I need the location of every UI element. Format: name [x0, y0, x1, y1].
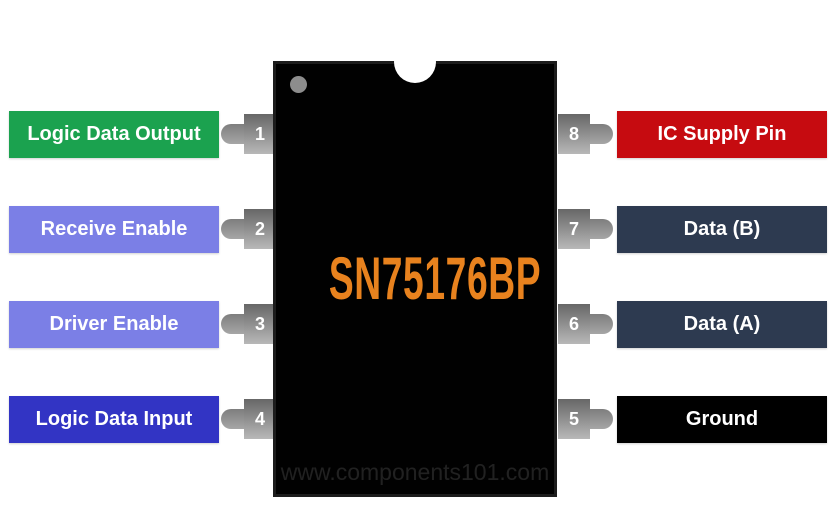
pin-4-pad: 4	[244, 399, 276, 439]
pin-5-lead	[587, 409, 613, 429]
pin-2-number: 2	[254, 218, 265, 239]
pin-3-lead	[221, 314, 247, 334]
pin-5-pad: 5	[558, 399, 590, 439]
chip-name: SN75176BP	[328, 245, 542, 312]
chip-notch	[394, 41, 436, 83]
pin1-indicator-dot	[290, 76, 307, 93]
pin-2-label: Receive Enable	[9, 206, 219, 253]
pin-7-pad: 7	[558, 209, 590, 249]
pin-2-lead	[221, 219, 247, 239]
ic-chip-body: SN75176BP www.components101.com	[273, 61, 557, 497]
pin-3-label: Driver Enable	[9, 301, 219, 348]
pin-4-label: Logic Data Input	[9, 396, 219, 443]
watermark-text: www.components101.com	[280, 459, 550, 485]
pin-8-lead	[587, 124, 613, 144]
pin-2-pad: 2	[244, 209, 276, 249]
pin-1-pad: 1	[244, 114, 276, 154]
pin-1-lead	[221, 124, 247, 144]
pin-7-label: Data (B)	[617, 206, 827, 253]
pin-1-number: 1	[254, 123, 265, 144]
pin-5-number: 5	[568, 408, 579, 429]
pin-1-label: Logic Data Output	[9, 111, 219, 158]
pin-3-pad: 3	[244, 304, 276, 344]
pin-8-label: IC Supply Pin	[617, 111, 827, 158]
pin-6-pad: 6	[558, 304, 590, 344]
pin-8-pad: 8	[558, 114, 590, 154]
pin-8-number: 8	[568, 123, 579, 144]
pin-6-lead	[587, 314, 613, 334]
pin-7-lead	[587, 219, 613, 239]
pin-7-number: 7	[568, 218, 579, 239]
pin-6-number: 6	[568, 313, 579, 334]
pin-3-number: 3	[254, 313, 265, 334]
pin-5-label: Ground	[617, 396, 827, 443]
pin-6-label: Data (A)	[617, 301, 827, 348]
pin-4-number: 4	[254, 408, 265, 429]
pin-4-lead	[221, 409, 247, 429]
